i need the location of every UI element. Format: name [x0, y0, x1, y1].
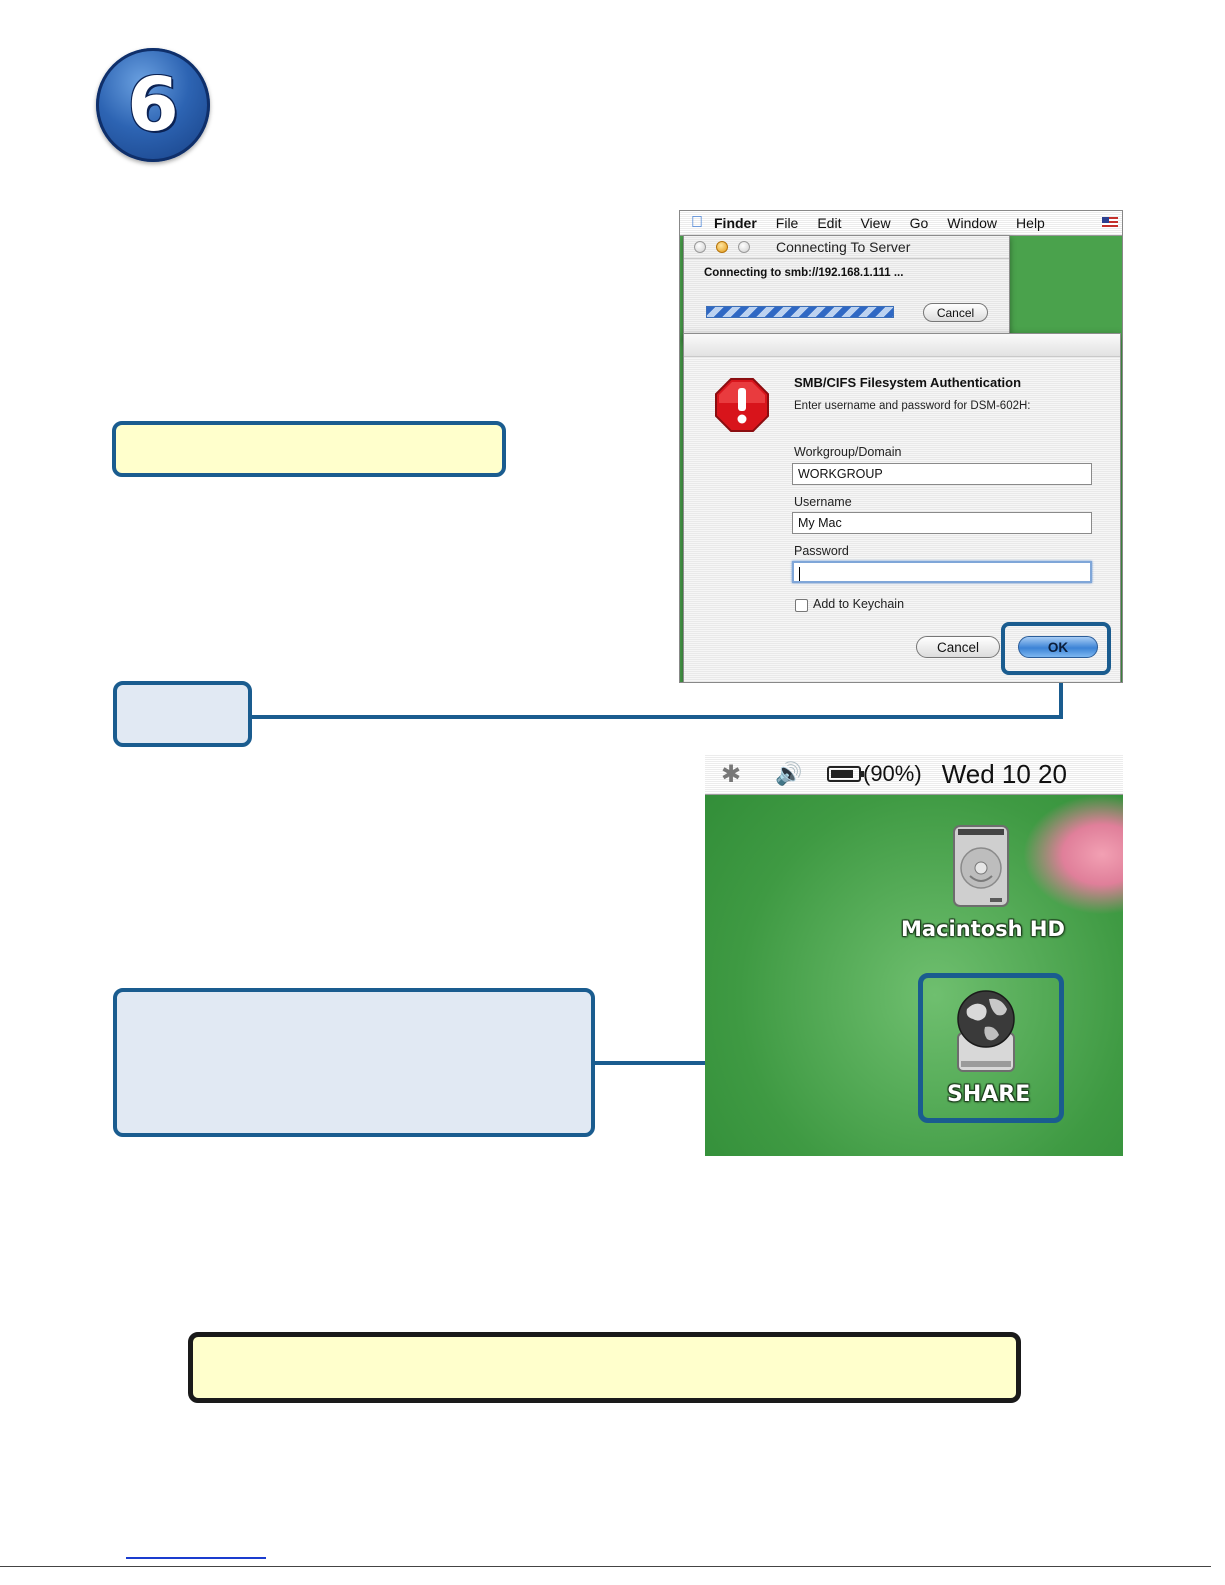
menu-bar:  Finder File Edit View Go Window Help [680, 211, 1122, 236]
keychain-checkbox[interactable] [795, 599, 808, 612]
status-menu-bar: ✱ 🔊 (90%) Wed 10 20 [705, 754, 1123, 795]
step-number: 6 [127, 62, 179, 148]
footer-link-underline [126, 1557, 266, 1559]
connecting-cancel-button[interactable]: Cancel [923, 303, 988, 322]
connector-line-ok [250, 715, 1063, 719]
network-share-icon[interactable] [955, 987, 1017, 1079]
apple-menu-icon[interactable]:  [680, 214, 714, 232]
menu-view[interactable]: View [860, 215, 891, 231]
menu-clock[interactable]: Wed 10 20 [941, 758, 1067, 789]
dialog-cancel-button[interactable]: Cancel [916, 636, 1000, 658]
menu-finder[interactable]: Finder [714, 215, 757, 231]
zoom-icon[interactable] [738, 241, 750, 253]
keychain-label: Add to Keychain [813, 597, 905, 611]
alert-stop-icon [715, 378, 769, 432]
callout-box-ok [113, 681, 252, 747]
share-icon-highlight [918, 973, 1064, 1123]
ok-button[interactable]: OK [1018, 636, 1098, 658]
callout-box-top [112, 421, 506, 477]
callout-box-share [113, 988, 595, 1137]
connecting-window-titlebar: Connecting To Server [684, 236, 1009, 259]
minimize-icon[interactable] [716, 241, 728, 253]
connector-line-ok-vertical [1059, 672, 1063, 719]
step-number-badge: 6 [96, 48, 210, 162]
volume-icon[interactable]: 🔊 [775, 761, 803, 786]
battery-percent[interactable]: (90%) [863, 761, 922, 786]
menu-window[interactable]: Window [947, 215, 998, 231]
us-flag-icon[interactable] [1102, 217, 1118, 228]
macintosh-hd-label[interactable]: Macintosh HD [901, 917, 1065, 941]
password-label: Password [794, 544, 849, 558]
close-icon[interactable] [694, 241, 706, 253]
progress-bar [706, 306, 894, 318]
connecting-window-title: Connecting To Server [776, 239, 911, 255]
connect-to-server-screenshot:  Finder File Edit View Go Window Help C… [679, 210, 1123, 683]
ok-button-highlight [1001, 622, 1111, 675]
username-label: Username [794, 495, 852, 509]
authentication-dialog: SMB/CIFS Filesystem Authentication Enter… [683, 333, 1121, 682]
menu-edit[interactable]: Edit [817, 215, 842, 231]
dialog-subtitle: Enter username and password for DSM-602H… [794, 400, 1031, 412]
workgroup-label: Workgroup/Domain [794, 445, 902, 459]
password-field[interactable] [792, 561, 1092, 583]
connecting-window: Connecting To Server Connecting to smb:/… [683, 235, 1010, 340]
menu-help[interactable]: Help [1016, 215, 1045, 231]
menu-file[interactable]: File [775, 215, 799, 231]
text-caret [799, 566, 800, 581]
workgroup-field[interactable]: WORKGROUP [792, 463, 1092, 485]
username-field[interactable]: My Mac [792, 512, 1092, 534]
dialog-title: SMB/CIFS Filesystem Authentication [794, 375, 1022, 390]
desktop-screenshot: ✱ 🔊 (90%) Wed 10 20 Macintosh HD SHARE [705, 754, 1123, 1156]
bluetooth-icon[interactable]: ✱ [721, 760, 742, 788]
note-box [188, 1332, 1021, 1403]
dialog-titlebar [684, 334, 1120, 357]
battery-icon[interactable] [827, 766, 864, 782]
footer-rule [0, 1566, 1211, 1567]
hard-drive-icon[interactable] [946, 824, 1016, 912]
menu-go[interactable]: Go [909, 215, 929, 231]
connecting-message: Connecting to smb://192.168.1.111 ... [704, 267, 904, 279]
share-label[interactable]: SHARE [947, 1082, 1031, 1107]
